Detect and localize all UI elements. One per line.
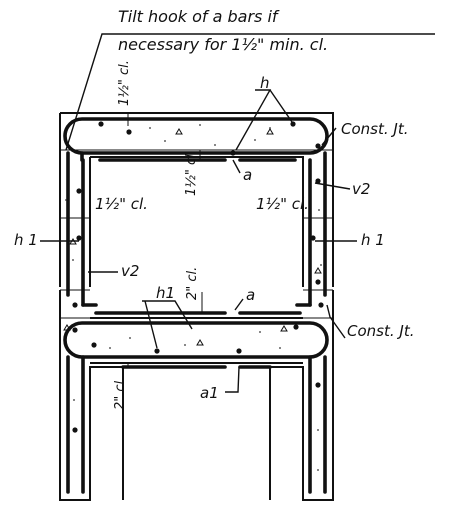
const-jt-bottom-leader [326,304,346,339]
label-h1-right: h 1 [361,231,385,249]
label-a-mid: a [246,286,255,304]
label-v2-right: v2 [352,180,370,198]
a-leader-top [232,159,241,174]
concrete-outline-upper [59,112,334,287]
label-h1-left: h 1 [14,231,38,249]
note-line-2: necessary for 1½" min. cl. [118,35,328,54]
rebar-dots [72,121,324,433]
h-leader-top [235,89,293,151]
label-v2-left: v2 [121,262,139,280]
v2-leader-right [314,182,351,190]
label-a-top: a [243,166,252,184]
middle-slab-loop-bars [63,321,329,359]
const-jt-top-leader [321,127,337,146]
label-const-jt-bottom: Const. Jt. [347,322,414,340]
h1-leader-mid [142,300,193,349]
middle-slab [90,317,303,364]
label-h-top: h [260,74,270,92]
clear-right-wall: 1½" cl. [256,195,309,213]
label-const-jt-top: Const. Jt. [341,120,408,138]
a-leader-mid [234,298,244,311]
inner-opening-upper [89,156,304,287]
note-line-1: Tilt hook of a bars if [118,7,280,26]
clearance-ticks [60,113,333,367]
clear-left-wall: 1½" cl. [95,195,148,213]
clear-slab-under: 1½" cl. [184,150,199,196]
label-a1: a1 [200,384,219,402]
label-h1-mid: h1 [156,284,175,302]
a1-leader [225,366,240,393]
top-slab-loop-bars [63,117,329,155]
clear-bottom: 2" cl. [113,377,128,410]
concrete-specks [63,124,322,471]
clear-top-cover: 1½" cl. [117,60,132,106]
note-leader [65,33,435,151]
concrete-outline-lower [59,290,334,501]
clear-middle: 2" cl. [185,267,200,300]
